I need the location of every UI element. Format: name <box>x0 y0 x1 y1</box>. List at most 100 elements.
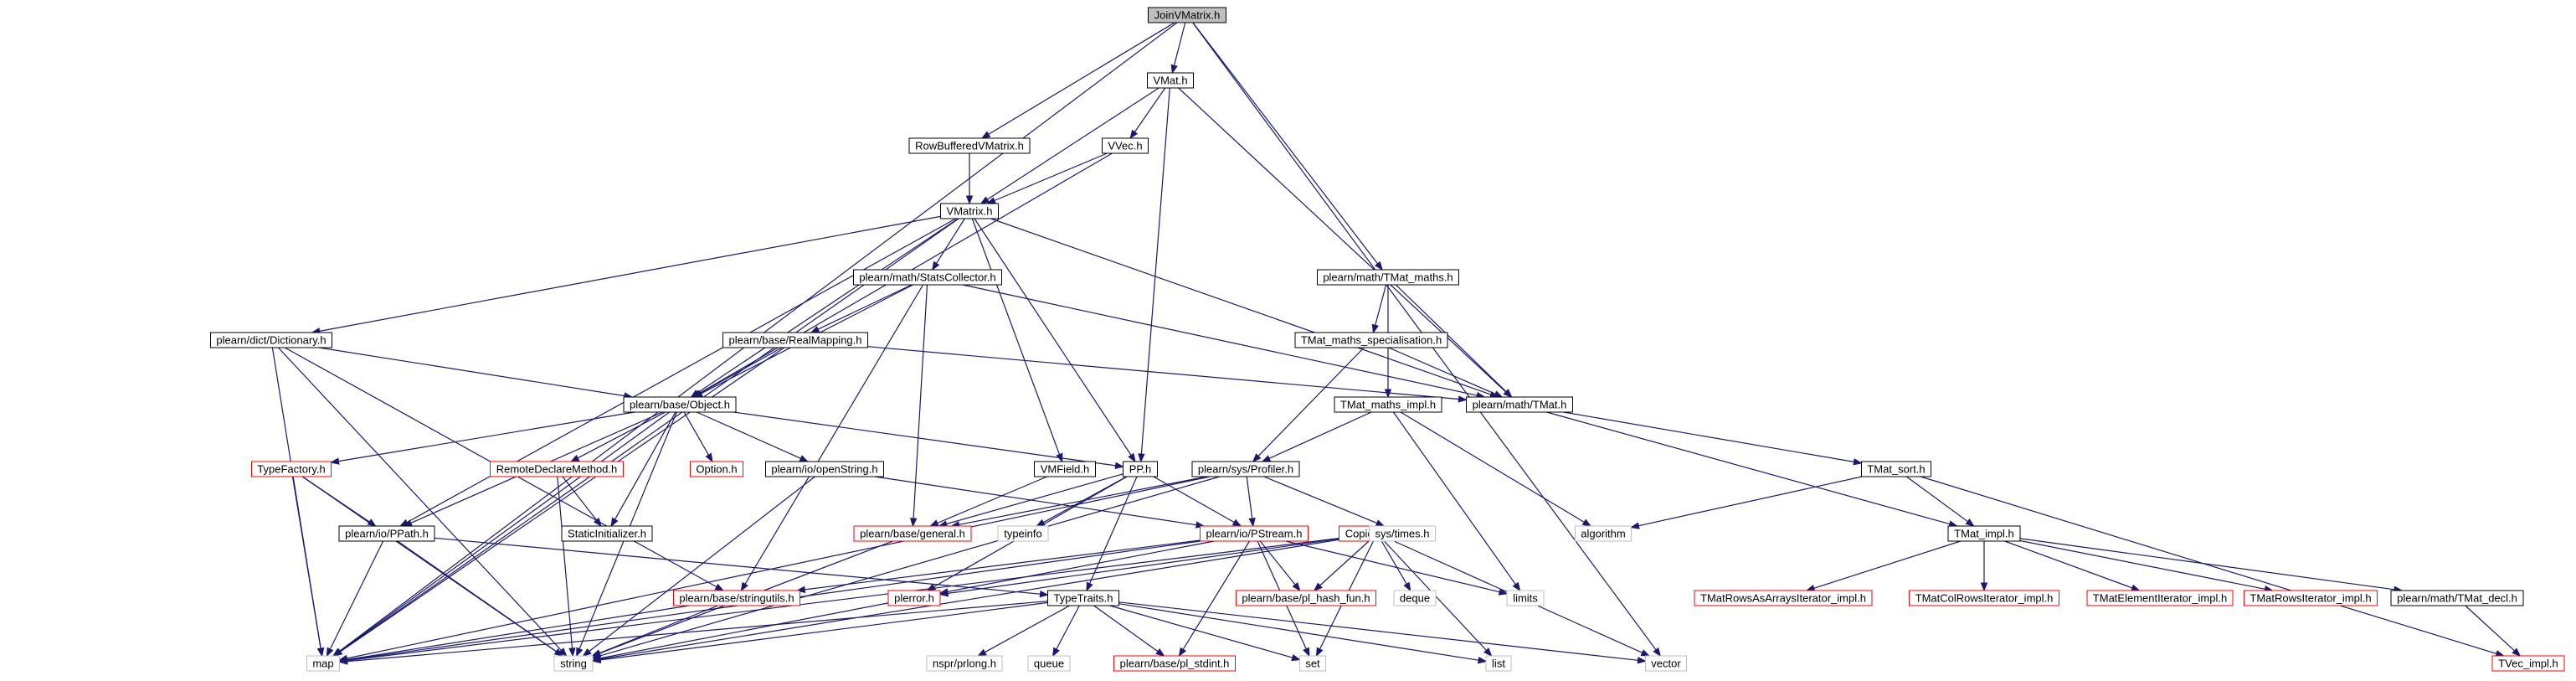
node-tmat[interactable]: plearn/math/TMat.h <box>1466 396 1573 413</box>
edge-object-to-staticinit <box>610 411 676 528</box>
edge-object-to-map <box>332 411 670 657</box>
node-label: limits <box>1513 592 1538 605</box>
node-typefactory[interactable]: TypeFactory.h <box>251 461 332 477</box>
node-tmatrowsasarrays[interactable]: TMatRowsAsArraysIterator_impl.h <box>1694 590 1873 606</box>
node-vmfield[interactable]: VMField.h <box>1034 461 1096 477</box>
node-box <box>1861 461 1931 477</box>
node-set: set <box>1299 655 1326 672</box>
edge-typetraits-to-stdint <box>1093 605 1165 657</box>
node-box <box>1947 525 2021 542</box>
arrowhead-icon <box>1303 647 1310 658</box>
node-label: plearn/dict/Dictionary.h <box>216 334 326 347</box>
arrowhead-icon <box>2512 647 2522 657</box>
edge-typefactory-to-map <box>291 476 325 658</box>
node-limits: limits <box>1506 590 1545 606</box>
node-tmatcolrows[interactable]: TMatColRowsIterator_impl.h <box>1909 590 2059 606</box>
node-pp[interactable]: PP.h <box>1123 461 1158 477</box>
node-tmat_impl[interactable]: TMat_impl.h <box>1947 525 2021 542</box>
node-tmat_maths_spec[interactable]: TMat_maths_specialisation.h <box>1294 332 1448 348</box>
node-tmat_sort[interactable]: TMat_sort.h <box>1861 461 1931 477</box>
node-realmapping[interactable]: plearn/base/RealMapping.h <box>722 332 868 348</box>
node-stdint[interactable]: plearn/base/pl_stdint.h <box>1113 655 1236 672</box>
node-tmat_decl[interactable]: plearn/math/TMat_decl.h <box>2390 590 2524 606</box>
node-openstring[interactable]: plearn/io/openString.h <box>765 461 884 477</box>
node-general[interactable]: plearn/base/general.h <box>853 525 972 542</box>
node-box <box>1645 655 1687 672</box>
arrowhead-icon <box>931 261 940 271</box>
node-label: nspr/prlong.h <box>933 658 996 670</box>
node-vmat[interactable]: VMat.h <box>1147 72 1194 89</box>
node-label: plearn/math/TMat_maths.h <box>1323 271 1453 284</box>
node-hashfun[interactable]: plearn/base/pl_hash_fun.h <box>1236 590 1376 606</box>
node-box <box>1148 7 1226 23</box>
node-joinvmatrix[interactable]: JoinVMatrix.h <box>1148 7 1226 23</box>
edge-line <box>744 284 924 585</box>
node-box <box>1485 655 1512 672</box>
arrowhead-icon <box>714 583 725 591</box>
edge-tmat_impl-to-tmatrowsasarrays <box>1805 540 1962 592</box>
node-tmat_maths[interactable]: plearn/math/TMat_maths.h <box>1317 269 1459 286</box>
arrowhead-icon <box>1292 581 1301 592</box>
arrowhead-icon <box>1640 649 1651 657</box>
node-plerror[interactable]: plerror.h <box>887 590 941 606</box>
node-vvec[interactable]: VVec.h <box>1102 137 1149 154</box>
edge-line <box>318 347 625 397</box>
node-option[interactable]: Option.h <box>690 461 743 477</box>
edge-line <box>1182 540 1251 650</box>
edge-line <box>589 476 815 652</box>
edge-tmat_sort-to-tvec_impl <box>1920 476 2506 658</box>
node-typeinfo: typeinfo <box>997 525 1049 542</box>
node-object[interactable]: plearn/base/Object.h <box>623 396 737 413</box>
edge-line <box>340 347 785 653</box>
edge-line <box>946 473 1123 525</box>
node-rowbuffered[interactable]: RowBufferedVMatrix.h <box>908 137 1031 154</box>
node-vmatrix[interactable]: VMatrix.h <box>940 203 999 219</box>
edge-line <box>1920 476 2497 654</box>
node-label: plearn/math/TMat_decl.h <box>2397 592 2517 605</box>
node-box <box>722 332 868 348</box>
edge-profiler-to-systimes <box>1263 476 1386 527</box>
edge-line <box>347 476 1211 659</box>
node-typetraits[interactable]: TypeTraits.h <box>1047 590 1119 606</box>
node-deque: deque <box>1393 590 1437 606</box>
node-label: plearn/io/openString.h <box>771 463 877 476</box>
node-dictionary[interactable]: plearn/dict/Dictionary.h <box>210 332 332 348</box>
node-string: string <box>553 655 594 672</box>
edge-line <box>867 346 1459 400</box>
arrowhead-icon <box>1503 389 1513 398</box>
edge-line <box>562 476 597 521</box>
edge-line <box>1109 605 1293 658</box>
arrowhead-icon <box>1039 591 1049 598</box>
edge-line <box>339 411 670 653</box>
arrowhead-icon <box>2131 584 2141 591</box>
edge-line <box>599 539 1339 660</box>
edge-openstring-to-string <box>582 476 815 657</box>
edge-line <box>1259 540 1296 586</box>
node-box <box>673 590 800 606</box>
edge-line <box>1381 540 1407 585</box>
edge-line <box>614 411 676 520</box>
node-pstream[interactable]: plearn/io/PStream.h <box>1200 525 1309 542</box>
node-remotedeclare[interactable]: RemoteDeclareMethod.h <box>490 461 624 477</box>
edge-vmatrix-to-tmat <box>990 218 1499 398</box>
node-tmatelement[interactable]: TMatElementIterator_impl.h <box>2086 590 2234 606</box>
arrowhead-icon <box>576 647 584 658</box>
node-profiler[interactable]: plearn/sys/Profiler.h <box>1191 461 1300 477</box>
node-stringutils[interactable]: plearn/base/stringutils.h <box>673 590 800 606</box>
edge-pstream-to-stringutils <box>795 539 1201 594</box>
edge-tmat_maths_impl-to-algorithm <box>1400 411 1592 527</box>
node-tmatrowsit[interactable]: TMatRowsIterator_impl.h <box>2244 590 2378 606</box>
edge-line <box>1134 87 1166 132</box>
edge-dictionary-to-map <box>271 347 325 658</box>
node-label: TMat_impl.h <box>1954 528 2014 540</box>
arrowhead-icon <box>1114 462 1124 469</box>
node-tvec_impl[interactable]: TVec_impl.h <box>2491 655 2565 672</box>
node-staticinit[interactable]: StaticInitializer.h <box>561 525 653 542</box>
node-tmat_maths_impl[interactable]: TMat_maths_impl.h <box>1334 396 1442 413</box>
edge-line <box>974 218 1132 456</box>
edge-line <box>599 605 718 654</box>
node-statscollector[interactable]: plearn/math/StatsCollector.h <box>853 269 1002 286</box>
node-ppath[interactable]: plearn/io/PPath.h <box>338 525 435 542</box>
arrowhead-icon <box>705 452 713 463</box>
